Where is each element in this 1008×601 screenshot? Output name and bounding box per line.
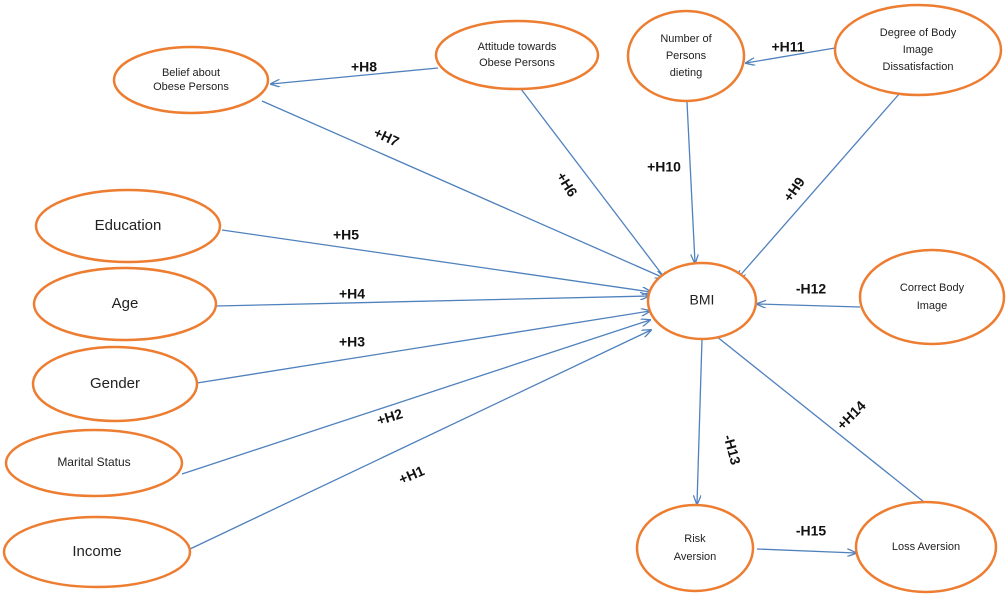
arrow-bmi-to-risk-aversion [697, 338, 703, 504]
node-label-line: Income [72, 543, 121, 560]
node-label-line: Education [95, 217, 162, 234]
node-bmi: BMI [646, 261, 758, 341]
node-label-line: Image [917, 300, 948, 312]
node-label-line: Risk [684, 533, 706, 545]
node-label-line: Dissatisfaction [883, 61, 954, 73]
edge-label-plus-h3: +H3 [339, 334, 365, 350]
node-ellipse [635, 503, 755, 593]
node-label-line: Attitude towards [478, 41, 557, 53]
node-label-line: Obese Persons [153, 81, 229, 93]
node-ellipse [31, 345, 199, 423]
node-ellipse [646, 261, 758, 341]
edge-label-plus-h6: +H6 [553, 169, 580, 200]
node-ellipse [858, 248, 1006, 346]
node-label-line: Aversion [674, 551, 717, 563]
arrow-belief-to-bmi [261, 100, 664, 278]
arrow-attitude-to-belief [271, 67, 439, 84]
edge-label-plus-h14: +H14 [833, 397, 868, 432]
arrow-age-to-bmi [215, 296, 649, 307]
edge-label-plus-h1: +H1 [396, 462, 426, 487]
edge-label-plus-h7: +H7 [371, 124, 402, 150]
node-ellipse [34, 188, 222, 264]
arrow-body-image-dissatisfaction-to-persons-dieting [746, 47, 836, 63]
node-ellipse [2, 515, 192, 589]
arrow-attitude-to-bmi [520, 88, 667, 281]
node-ellipse [434, 19, 600, 91]
edge-label-plus-h5: +H5 [333, 227, 359, 243]
edge-label-plus-h9: +H9 [780, 174, 808, 205]
arrow-risk-aversion-to-loss-aversion [756, 548, 856, 553]
node-marital-status: Marital Status [4, 428, 184, 498]
node-label-line: Gender [90, 375, 140, 392]
edge-label-plus-h11: +H11 [771, 39, 804, 55]
node-label-line: Age [112, 295, 139, 312]
node-ellipse [32, 266, 218, 342]
node-label-line: Number of [660, 33, 712, 45]
node-income: Income [2, 515, 192, 589]
node-label-line: Degree of Body [880, 27, 957, 39]
arrow-gender-to-bmi [196, 311, 650, 384]
arrow-body-image-dissatisfaction-to-bmi [737, 92, 901, 279]
edge-label-plus-h2: +H2 [375, 405, 405, 428]
node-education: Education [34, 188, 222, 264]
node-label-line: Correct Body [900, 282, 965, 294]
node-label-line: Loss Aversion [892, 541, 960, 553]
node-ellipse [112, 45, 270, 115]
edge-label-plus-h4: +H4 [339, 286, 365, 302]
edge-label-minus-h12: -H12 [796, 281, 827, 297]
arrow-bmi-to-loss-aversion [715, 335, 934, 510]
node-label-line: Belief about [162, 67, 220, 79]
node-gender: Gender [31, 345, 199, 423]
edge-labels-layer: +H1 +H2 +H3 +H4 +H5 +H6 +H7 +H8 +H9 +H10 +H11 -H12 -… [333, 39, 869, 539]
node-ellipse [854, 500, 998, 594]
arrow-education-to-bmi [221, 229, 651, 292]
arrow-correct-body-image-to-bmi [757, 304, 861, 307]
node-label-line: Obese Persons [479, 57, 555, 69]
node-label-line: Image [903, 44, 934, 56]
node-label-line: dieting [670, 67, 702, 79]
node-label-line: Marital Status [57, 455, 130, 469]
arrow-persons-dieting-to-bmi [686, 101, 695, 263]
edge-label-minus-h15: -H15 [796, 523, 827, 539]
node-ellipse [626, 9, 746, 103]
arrow-marital-status-to-bmi [181, 320, 650, 475]
edge-label-minus-h13: -H13 [721, 433, 744, 467]
node-persons-dieting: Number of Persons dieting [626, 9, 746, 103]
node-age: Age [32, 266, 218, 342]
node-ellipse [833, 3, 1003, 97]
node-loss-aversion: Loss Aversion [854, 500, 998, 594]
edges-layer [181, 47, 934, 553]
edge-label-plus-h10: +H10 [647, 159, 681, 175]
node-ellipse [4, 428, 184, 498]
node-label-line: Persons [666, 50, 707, 62]
arrow-income-to-bmi [189, 330, 651, 550]
node-label-line: BMI [690, 292, 715, 308]
edge-label-plus-h8: +H8 [351, 59, 377, 75]
